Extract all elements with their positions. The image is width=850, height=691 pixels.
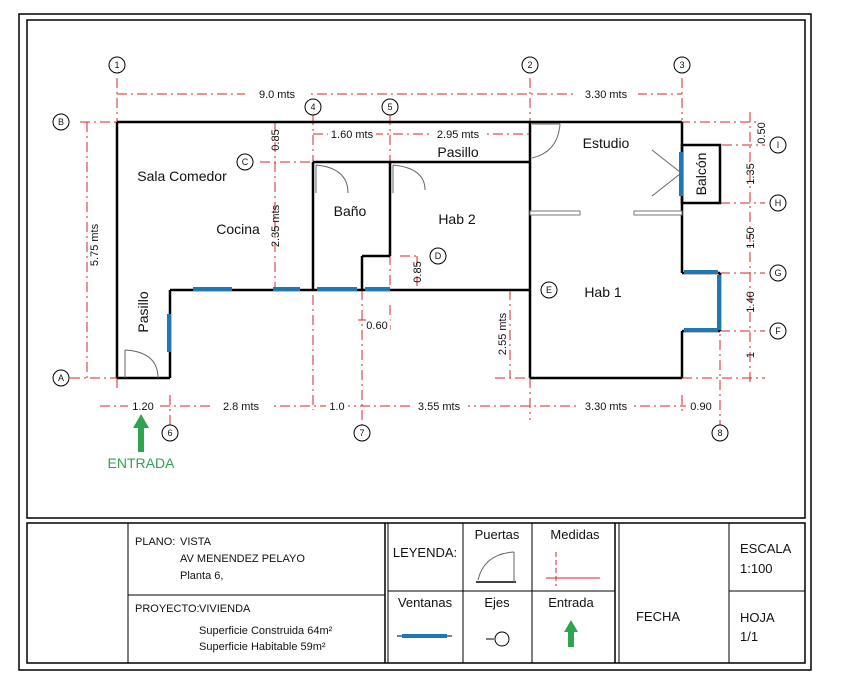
hoja-value: 1/1 (740, 629, 758, 644)
axis-label-2: 2 (527, 60, 532, 70)
plano-value: VISTA (180, 536, 212, 548)
dim-120: 1.20 (132, 401, 153, 413)
sheet-border (18, 13, 812, 671)
entrance-label: ENTRADA (108, 455, 176, 471)
doors (124, 123, 681, 379)
dim-330-bottom: 3.30 mts (585, 401, 628, 413)
axis-label-d: D (435, 251, 442, 261)
plano-label: PLANO: (135, 536, 175, 548)
dim-255: 2.55 mts (497, 312, 509, 355)
escala-value: 1:100 (740, 561, 773, 576)
axis-label-4: 4 (310, 102, 315, 112)
windows (167, 152, 721, 352)
dim-090: 0.90 (690, 401, 711, 413)
dim-575: 5.75 mts (89, 223, 101, 266)
room-cocina: Cocina (216, 221, 260, 237)
dim-135: 1.35 (745, 163, 757, 184)
legend-ventanas: Ventanas (398, 595, 453, 610)
dim-9: 9.0 mts (259, 89, 296, 101)
legend-puertas: Puertas (475, 527, 520, 542)
axis-label-1: 1 (114, 60, 119, 70)
leyenda: LEYENDA: (393, 545, 457, 560)
room-pasillo-left: Pasillo (135, 291, 151, 332)
axis-label-h: H (775, 198, 782, 208)
legend-entrance-arrow-icon (564, 620, 578, 647)
axis-markers (52, 56, 787, 442)
room-hab-2: Hab 2 (438, 211, 476, 227)
floor: Planta 6, (180, 570, 223, 582)
room-pasillo-top: Pasillo (437, 144, 478, 160)
dimension-labels: 9.0 mts 3.30 mts 1.60 mts 2.95 mts 5.75 … (89, 86, 768, 413)
room-labels: Sala Comedor Cocina Baño Hab 2 Hab 1 Pas… (135, 135, 709, 333)
axis-label-3: 3 (679, 60, 684, 70)
title-block (26, 522, 806, 664)
dim-355: 3.55 mts (418, 401, 461, 413)
dimension-lines (70, 78, 765, 425)
dim-10: 1.0 (329, 401, 344, 413)
room-balcon: Balcón (693, 153, 709, 196)
proyecto-label: PROYECTO: (135, 603, 200, 615)
dim-150: 1.50 (745, 227, 757, 248)
axis-label-b: B (58, 117, 64, 127)
legend-medidas: Medidas (550, 527, 600, 542)
address: AV MENENDEZ PELAYO (180, 553, 305, 565)
axis-label-e: E (546, 285, 552, 295)
legend-dimension-icon (546, 552, 600, 586)
drawing-frame (26, 19, 806, 519)
axis-label-8: 8 (717, 428, 722, 438)
proyecto-value: VIVIENDA (199, 603, 251, 615)
dim-050: 0.50 (756, 122, 768, 143)
entrance-arrow-icon (133, 414, 149, 452)
escala-label: ESCALA (740, 541, 792, 556)
axis-label-7: 7 (359, 428, 364, 438)
dim-140: 1.40 (745, 291, 757, 312)
legend-entrada: Entrada (548, 595, 594, 610)
axis-labels: 1 2 3 4 5 6 7 8 A B C D E F G H I (58, 60, 782, 438)
axis-label-5: 5 (387, 102, 392, 112)
title-block-text: PLANO: VISTA AV MENENDEZ PELAYO Planta 6… (135, 527, 792, 653)
sup-habitable: Superficie Habitable 59m² (199, 641, 326, 653)
axis-label-6: 6 (167, 428, 172, 438)
room-hab-1: Hab 1 (584, 284, 622, 300)
entrance-marker: ENTRADA (108, 414, 176, 471)
partitions (529, 210, 683, 216)
axis-label-a: A (58, 373, 64, 383)
dim-060: 0.60 (366, 320, 387, 332)
legend-axis-icon (486, 631, 510, 647)
dim-1: 1 (745, 352, 757, 358)
room-sala-comedor: Sala Comedor (137, 168, 227, 184)
walls (115, 120, 722, 380)
dim-330-top: 3.30 mts (585, 89, 628, 101)
dim-2x: 2.8 mts (223, 401, 260, 413)
sup-construida: Superficie Construida 64m² (199, 625, 333, 637)
axis-label-i: I (777, 140, 780, 150)
axis-label-f: F (775, 326, 781, 336)
axis-label-c: C (242, 157, 249, 167)
dim-235: 2.35 mts (270, 204, 282, 247)
dim-085-a: 0.85 (270, 129, 282, 150)
room-bano: Baño (334, 203, 367, 219)
dim-295: 2.95 mts (437, 129, 480, 141)
hoja-label: HOJA (740, 610, 775, 625)
room-estudio: Estudio (583, 135, 630, 151)
dim-085-b: 0.85 (412, 261, 424, 282)
dim-160: 1.60 mts (331, 129, 374, 141)
fecha: FECHA (636, 609, 680, 624)
legend-ejes: Ejes (484, 595, 510, 610)
axis-label-g: G (774, 268, 781, 278)
legend-door-icon (476, 551, 516, 583)
